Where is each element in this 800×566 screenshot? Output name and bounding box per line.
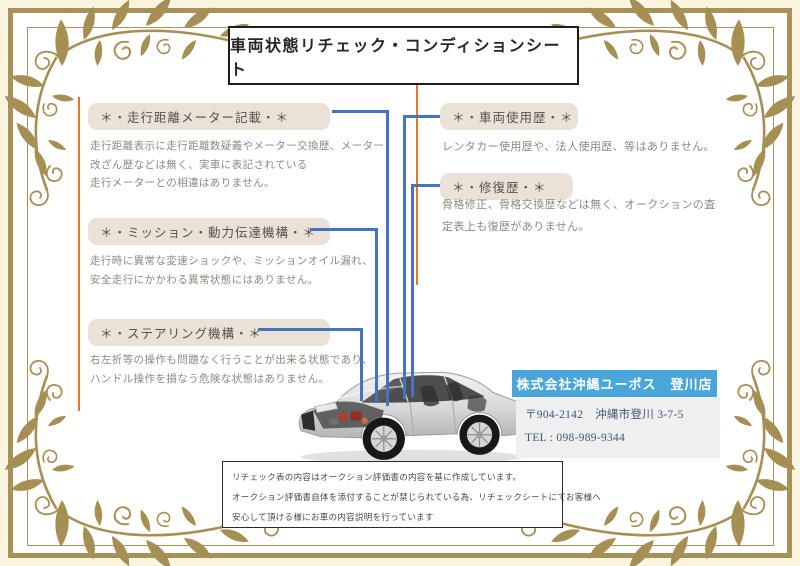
dealer-name: 株式会社沖縄ユーポス 登川店 (516, 377, 713, 392)
section-header-label: ＊・ミッション・動力伝達機構・＊ (100, 226, 317, 240)
connector-odometer (332, 110, 389, 406)
title-box: 車両状態リチェック・コンディションシート (228, 26, 579, 85)
section-header-label: ＊・ステアリング機構・＊ (100, 327, 263, 341)
section-text-usage-history: レンタカー使用歴や、法人使用歴、等はありません。 (442, 136, 715, 158)
note-line: 安心して頂ける様にお車の内容説明を行っています (232, 512, 434, 522)
note-box: リチェック表の内容はオークション評価書の内容を基に作成しています。 オークション… (222, 461, 602, 528)
section-header-label: ＊・走行距離メーター記載・＊ (100, 111, 290, 125)
section-header-label: ＊・車両使用歴・＊ (452, 111, 574, 125)
section-header-odometer: ＊・走行距離メーター記載・＊ (88, 103, 330, 130)
section-header-transmission: ＊・ミッション・動力伝達機構・＊ (88, 218, 330, 245)
text-line: 走行時に異常な変速ショックや、ミッションオイル漏れ、 (90, 256, 374, 267)
section-header-usage-history: ＊・車両使用歴・＊ (440, 103, 578, 130)
connector-transmission (310, 228, 378, 403)
section-header-steering: ＊・ステアリング機構・＊ (88, 319, 330, 346)
car-image (291, 344, 533, 468)
dealer-name-banner: 株式会社沖縄ユーポス 登川店 (512, 370, 717, 397)
dealer-contact-panel: 〒904-2142 沖縄市登川 3-7-5 TEL : 098-989-9344 (516, 397, 720, 458)
text-line: 定表上も復歴がありません。 (442, 221, 590, 233)
text-line: 骨格修正、骨格交換歴などは無く、オークションの査 (442, 199, 716, 211)
section-text-transmission: 走行時に異常な変速ショックや、ミッションオイル漏れ、 安全走行にかかわる異常状態… (90, 253, 373, 290)
connector-usage-history (403, 115, 440, 399)
note-line: オークション評価書自体を添付することが禁じられている為、リチェックシートにてお客… (232, 492, 602, 502)
connector-repair-history (411, 184, 440, 397)
text-line: レンタカー使用歴や、法人使用歴、等はありません。 (442, 141, 715, 153)
dealer-tel: TEL : 098-989-9344 (525, 432, 626, 444)
orange-guide-line-left (78, 97, 80, 411)
section-text-repair-history: 骨格修正、骨格交換歴などは無く、オークションの査 定表上も復歴がありません。 (442, 194, 716, 238)
page-title: 車両状態リチェック・コンディションシート (230, 37, 562, 79)
dealer-address: 〒904-2142 沖縄市登川 3-7-5 (525, 409, 684, 421)
connector-steering (258, 328, 363, 401)
note-line: リチェック表の内容はオークション評価書の内容を基に作成しています。 (232, 472, 522, 482)
text-line: 安全走行にかかわる異常状態にはありません。 (90, 274, 319, 286)
